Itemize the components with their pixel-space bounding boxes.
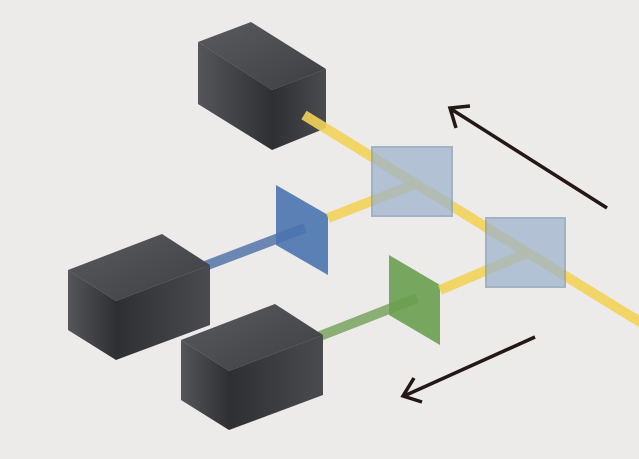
beam-splitter-2: [485, 217, 566, 288]
light-source-left: [68, 234, 210, 360]
light-source-top: [198, 22, 326, 150]
light-source-bottom: [181, 304, 323, 430]
arrow-down-left: [400, 335, 536, 404]
blue-dichroic-filter: [276, 185, 328, 275]
arrow-up-left: [447, 104, 608, 210]
beam-splitter-1: [371, 146, 453, 217]
green-dichroic-filter: [389, 255, 440, 345]
yellow-beam-main: [301, 110, 639, 328]
